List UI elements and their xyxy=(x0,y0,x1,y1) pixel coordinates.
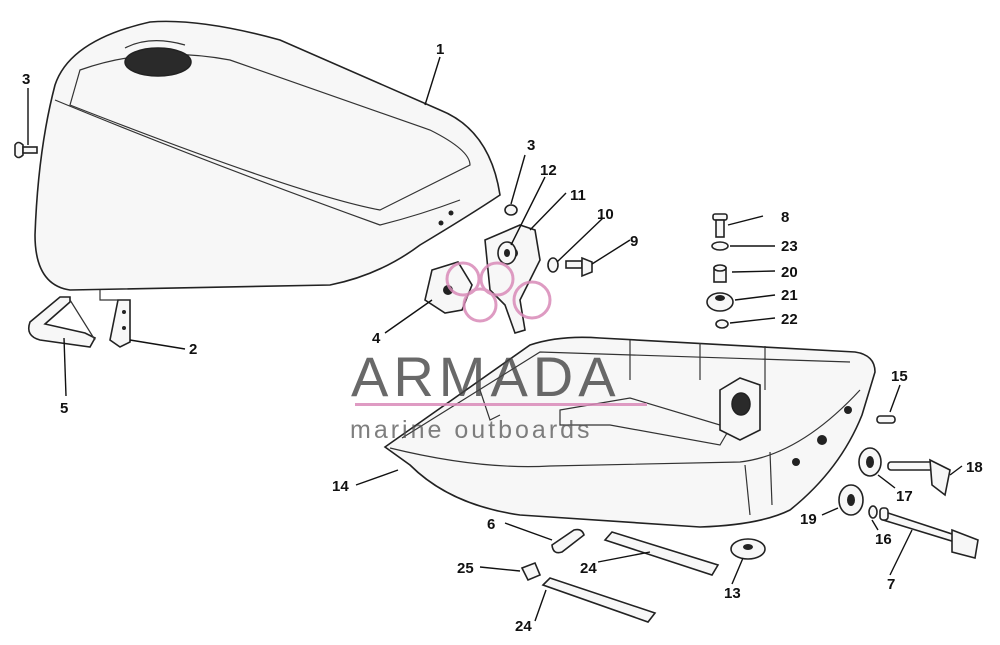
callout-13: 13 xyxy=(724,585,741,602)
cover-vent-opening xyxy=(124,47,192,77)
callout-12: 12 xyxy=(540,162,557,179)
callout-2: 2 xyxy=(189,341,197,358)
brand-underline xyxy=(355,403,647,406)
callout-23: 23 xyxy=(781,238,798,255)
cover-screw-hole xyxy=(448,210,454,216)
callout-4: 4 xyxy=(372,330,381,347)
callout-21: 21 xyxy=(781,287,798,304)
tube-part-24-lower xyxy=(541,577,657,623)
washer-part-22 xyxy=(715,319,729,329)
callout-22: 22 xyxy=(781,311,798,328)
motor-cover xyxy=(34,20,501,291)
brand-tagline: marine outboards xyxy=(350,416,593,444)
pin-part-15 xyxy=(876,415,896,424)
grommet-part-19 xyxy=(838,484,864,516)
brand-name: ARMADA xyxy=(351,345,621,408)
tube-part-6 xyxy=(551,528,585,554)
callout-7: 7 xyxy=(887,576,895,593)
callout-24-upper: 24 xyxy=(580,560,597,577)
tube-part-25 xyxy=(520,561,542,582)
bolt-part-8 xyxy=(712,213,728,238)
bolt-part-9 xyxy=(565,256,593,278)
grommet-part-21 xyxy=(706,292,734,312)
callout-labels: 1 2 3 3 4 5 6 7 8 9 10 11 12 13 14 15 16… xyxy=(22,41,983,635)
callout-15: 15 xyxy=(891,368,908,385)
washer-part-10 xyxy=(547,257,559,273)
washer-part-23 xyxy=(711,241,729,251)
callout-17: 17 xyxy=(896,488,913,505)
callout-1: 1 xyxy=(436,41,444,58)
lever-part-18 xyxy=(887,458,951,497)
callout-20: 20 xyxy=(781,264,798,281)
callout-8: 8 xyxy=(781,209,789,226)
grommet-part-17 xyxy=(858,447,882,477)
callout-9: 9 xyxy=(630,233,638,250)
spacer-part-20 xyxy=(713,264,727,283)
callout-6: 6 xyxy=(487,516,495,533)
screw-part-3-left xyxy=(14,141,38,159)
callout-3-left: 3 xyxy=(22,71,30,88)
callout-3-right: 3 xyxy=(527,137,535,154)
grommet-part-13 xyxy=(730,538,766,560)
washer-part-16 xyxy=(868,505,878,519)
tube-part-24-upper xyxy=(603,531,720,576)
bracket-part-2 xyxy=(99,290,131,348)
callout-18: 18 xyxy=(966,459,983,476)
callout-14: 14 xyxy=(332,478,349,495)
leader-lines xyxy=(27,56,963,622)
callout-10: 10 xyxy=(597,206,614,223)
brand-logo xyxy=(445,261,552,323)
callout-19: 19 xyxy=(800,511,817,528)
screw-part-3-right xyxy=(504,204,518,216)
lower-pan xyxy=(383,336,876,528)
lever-part-7 xyxy=(879,507,979,559)
callout-25: 25 xyxy=(457,560,474,577)
handle-part-5 xyxy=(27,296,97,348)
callout-24-lower: 24 xyxy=(515,618,532,635)
callout-11: 11 xyxy=(570,187,586,204)
brand-watermark: ARMADA marine outboards xyxy=(350,261,647,444)
callout-5: 5 xyxy=(60,400,68,417)
washer-part-12 xyxy=(497,241,517,265)
callout-16: 16 xyxy=(875,531,892,548)
